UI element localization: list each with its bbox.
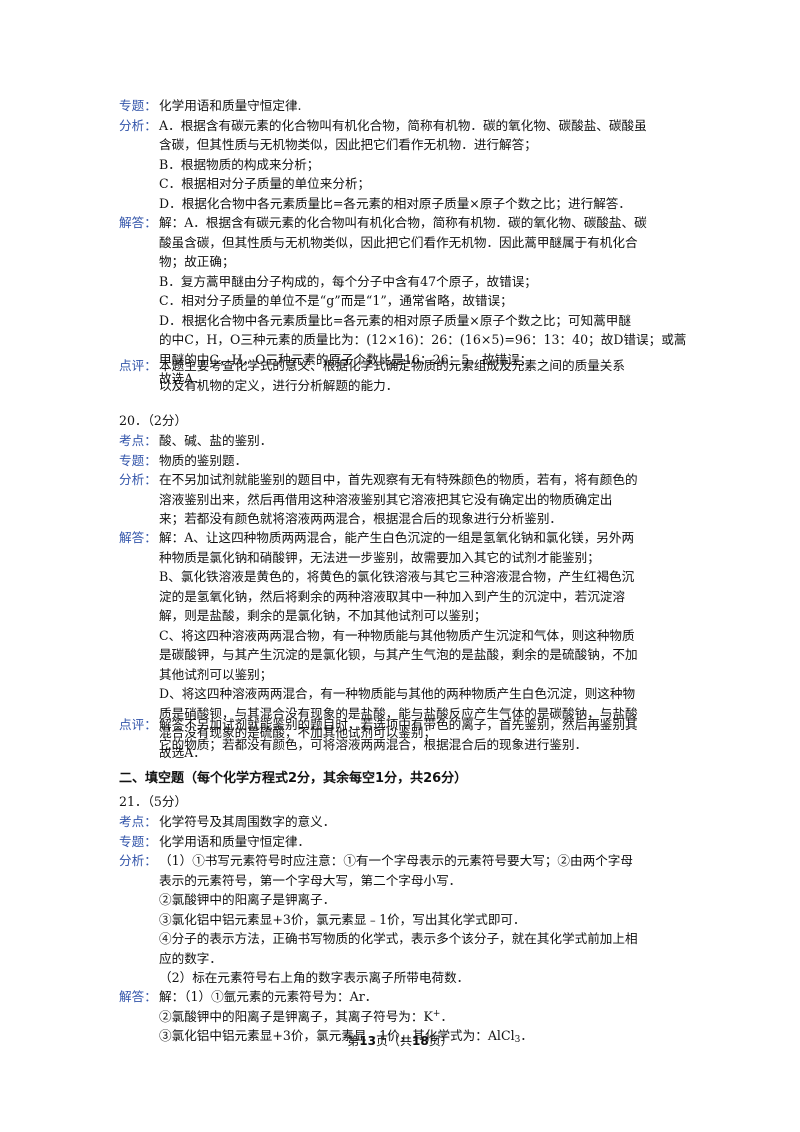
- solution-label: 解答：: [119, 530, 157, 545]
- topic-text: 化学用语和质量守恒定律.: [159, 98, 302, 113]
- solution-label: 解答：: [119, 989, 157, 1004]
- kaodian-text: 化学符号及其周围数字的意义．: [159, 814, 336, 829]
- analysis-line: 来；若都没有颜色就将溶液两两混合，根据混合后的现象进行分析鉴别．: [159, 511, 562, 526]
- solution-label: 解答：: [119, 215, 157, 230]
- comment-label: 点评：: [119, 717, 157, 732]
- kaodian-label: 考点：: [119, 814, 157, 829]
- analysis-line: ②氯酸钾中的阳离子是钾离子．: [159, 892, 336, 907]
- q20-kaodian: 考点： 酸、碱、盐的鉴别．: [119, 431, 689, 451]
- q21-solution: 解答： 解：（1）①氩元素的元素符号为：Ar． ②氯酸钾中的阳离子是钾离子，其离…: [119, 987, 689, 1046]
- analysis-line: D．根据化合物中各元素质量比=各元素的相对原子质量×原子个数之比；进行解答．: [159, 195, 631, 211]
- solution-line: 淀的是氢氧化钠，然后将剩余的两种溶液取其中一种加入到产生的沉淀中，若沉淀溶: [159, 588, 625, 604]
- al-prefix: ③氯化铝中铝元素显+3价，氯元素显﹣1价，其化学式为：AlCl: [159, 1028, 515, 1043]
- topic-text: 化学用语和质量守恒定律．: [159, 833, 311, 849]
- q19-solution: 解答： 解：A．根据含有碳元素的化合物叫有机化合物，简称有机物．碳的氧化物、碳酸…: [119, 213, 689, 389]
- solution-line: C、将这四种溶液两两混合物，有一种物质能与其他物质产生沉淀和气体，则这种物质: [159, 627, 635, 643]
- al-suffix: ．: [520, 1028, 533, 1043]
- q19-analysis: 分析： A．根据含有碳元素的化合物叫有机化合物，简称有机物．碳的氧化物、碳酸盐、…: [119, 116, 689, 214]
- solution-line: 其他试剂可以鉴别；: [159, 666, 273, 682]
- comment-line: 它的物质；若都没有颜色，可将溶液两两混合，根据混合后的现象进行鉴别．: [159, 736, 588, 752]
- q20-comment: 点评： 解答不另加试剂就能鉴别的题目时，若选项中有带色的离子，首先鉴别，然后再鉴…: [119, 715, 689, 754]
- page-footer: 第13页（共18页）: [0, 1032, 800, 1049]
- k-charge: +: [432, 1008, 441, 1019]
- solution-line: C．相对分子质量的单位不是“g”而是“1”，通常省略，故错误；: [159, 293, 513, 308]
- topic-label: 专题：: [119, 452, 157, 468]
- solution-line: 甲醚的中C，H，O三种元素的原子个数比是16：26：5，故错误；: [159, 351, 533, 367]
- q20-solution: 解答： 解：A、让这四种物质两两混合，能产生白色沉淀的一组是氢氧化钠和氯化镁，另…: [119, 528, 689, 762]
- solution-line: 解：（1）①氩元素的元素符号为：Ar．: [159, 989, 378, 1004]
- analysis-label: 分析：: [119, 853, 157, 868]
- q21-kaodian: 考点： 化学符号及其周围数字的意义．: [119, 812, 689, 832]
- kaodian-text: 酸、碱、盐的鉴别．: [159, 433, 273, 448]
- page-total: 18: [412, 1034, 429, 1048]
- comment-label: 点评：: [119, 358, 157, 373]
- analysis-line: 含碳，但其性质与无机物类似，因此把它们看作无机物．进行解答；: [159, 137, 537, 152]
- al-subscript: 3: [514, 1035, 521, 1045]
- kaodian-label: 考点：: [119, 433, 157, 448]
- topic-label: 专题：: [119, 833, 157, 849]
- comment-line: 以及有机物的定义，进行分析解题的能力．: [159, 377, 399, 393]
- footer-prefix: 第: [347, 1034, 360, 1048]
- analysis-label: 分析：: [119, 117, 157, 133]
- analysis-line: ④分子的表示方法，正确书写物质的化学式，表示多个该分子，就在其化学式前加上相: [159, 931, 638, 946]
- solution-line: 质是硝酸钡，与其混合没有现象的是盐酸，能与盐酸反应产生气体的是碳酸钠，与盐酸: [159, 705, 638, 721]
- analysis-line: 溶液鉴别出来，然后再借用这种溶液鉴别其它溶液把其它没有确定出的物质确定出: [159, 491, 613, 507]
- solution-line: B、氯化铁溶液是黄色的，将黄色的氯化铁溶液与其它三种溶液混合物，产生红褐色沉: [159, 569, 635, 584]
- solution-line-al: ③氯化铝中铝元素显+3价，氯元素显﹣1价，其化学式为：AlCl3．: [159, 1026, 689, 1046]
- comment-line: 解答不另加试剂就能鉴别的题目时，若选项中有带色的离子，首先鉴别，然后再鉴别其: [159, 717, 638, 732]
- k-prefix: ②氯酸钾中的阳离子是钾离子，其离子符号为：K: [159, 1008, 433, 1024]
- footer-middle: 页（共: [375, 1034, 412, 1048]
- topic-text: 物质的鉴别题．: [159, 452, 248, 468]
- analysis-line: ③氯化铝中铝元素显+3价，氯元素显﹣1价，写出其化学式即可．: [159, 911, 526, 927]
- analysis-line: 应的数字．: [159, 950, 222, 966]
- comment-line: 本题主要考查化学式的意义、根据化学式确定物质的元素组成及元素之间的质量关系: [159, 358, 625, 373]
- analysis-line: B．根据物质的构成来分析；: [159, 156, 320, 172]
- analysis-line: （2）标在元素符号右上角的数字表示离子所带电荷数．: [159, 970, 470, 985]
- analysis-line: 表示的元素符号，第一个字母大写，第二个字母小写．: [159, 872, 462, 888]
- k-suffix: ．: [440, 1008, 454, 1024]
- solution-line: 酸虽含碳，但其性质与无机物类似，因此把它们看作无机物．因此蒿甲醚属于有机化合: [159, 234, 638, 250]
- q20-analysis: 分析： 在不另加试剂就能鉴别的题目中，首先观察有无有特殊颜色的物质，若有，将有颜…: [119, 470, 689, 529]
- solution-line: 混合没有现象的是硫酸，不加其他试剂可以鉴别；: [159, 725, 437, 740]
- solution-line: 解，则是盐酸，剩余的是氯化钠，不加其他试剂可以鉴别；: [159, 608, 487, 623]
- analysis-line: （1）①书写元素符号时应注意：①有一个字母表示的元素符号要大写；②由两个字母: [159, 853, 633, 868]
- solution-line: 物；故正确；: [159, 254, 235, 269]
- q19-topic: 专题： 化学用语和质量守恒定律.: [119, 96, 689, 116]
- solution-line: 是碳酸钾，与其产生沉淀的是氯化钡，与其产生气泡的是盐酸，剩余的是硫酸钠，不加: [159, 647, 638, 662]
- analysis-line: C．根据相对分子质量的单位来分析；: [159, 176, 371, 191]
- q19-comment: 点评： 本题主要考查化学式的意义、根据化学式确定物质的元素组成及元素之间的质量关…: [119, 356, 689, 395]
- solution-line: 的中C，H，O三种元素的质量比为：(12×16)：26：(16×5)=96：13…: [159, 332, 687, 347]
- solution-line: 解：A．根据含有碳元素的化合物叫有机化合物，简称有机物．碳的氧化物、碳酸盐、碳: [159, 215, 647, 230]
- q21-header: 21．（5分）: [119, 794, 188, 809]
- analysis-line: 在不另加试剂就能鉴别的题目中，首先观察有无有特殊颜色的物质，若有，将有颜色的: [159, 472, 638, 487]
- page-number: 13: [359, 1034, 376, 1048]
- analysis-label: 分析：: [119, 472, 157, 487]
- solution-line: 种物质是氯化钠和硝酸钾，无法进一步鉴别，故需要加入其它的试剂才能鉴别；: [159, 549, 600, 565]
- solution-line: B．复方蒿甲醚由分子构成的，每个分子中含有47个原子，故错误；: [159, 273, 537, 289]
- q21-analysis: 分析： （1）①书写元素符号时应注意：①有一个字母表示的元素符号要大写；②由两个…: [119, 851, 689, 988]
- solution-line: 故选A．: [159, 744, 206, 760]
- solution-line: 解：A、让这四种物质两两混合，能产生白色沉淀的一组是氢氧化钠和氯化镁，另外两: [159, 530, 635, 545]
- solution-line-k: ②氯酸钾中的阳离子是钾离子，其离子符号为：K+．: [159, 1007, 689, 1027]
- q20-topic: 专题： 物质的鉴别题．: [119, 451, 689, 471]
- solution-line: D、将这四种溶液两两混合，有一种物质能与其他的两种物质产生白色沉淀，则这种物: [159, 686, 636, 701]
- topic-label: 专题：: [119, 98, 157, 113]
- analysis-line: A．根据含有碳元素的化合物叫有机化合物，简称有机物．碳的氧化物、碳酸盐、碳酸虽: [159, 117, 647, 133]
- solution-line: 故选A．: [159, 371, 206, 386]
- solution-line: D．根据化合物中各元素质量比=各元素的相对原子质量×原子个数之比；可知蒿甲醚: [159, 312, 631, 328]
- section-title: 二、填空题（每个化学方程式2分，其余每空1分，共26分）: [119, 771, 468, 786]
- footer-suffix: 页）: [428, 1034, 453, 1048]
- q20-header: 20．（2分）: [119, 413, 188, 428]
- q21-topic: 专题： 化学用语和质量守恒定律．: [119, 832, 689, 852]
